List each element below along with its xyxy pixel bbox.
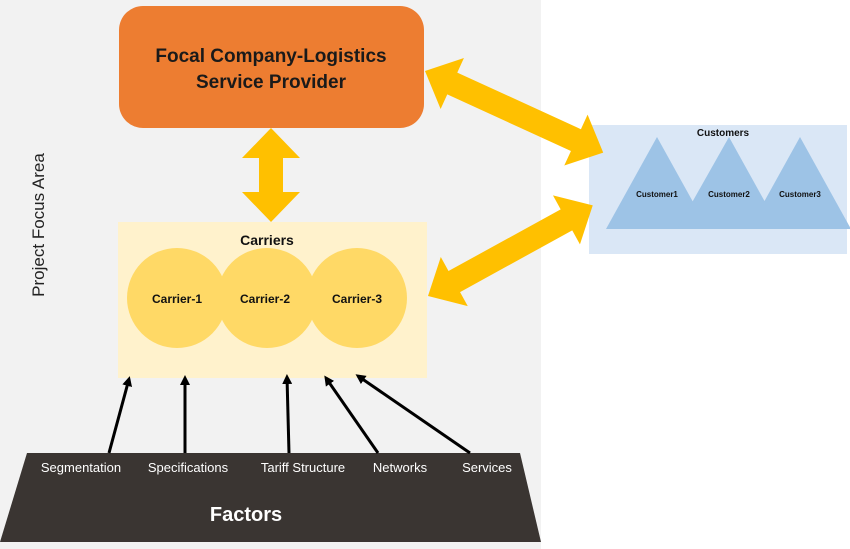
customer-1-label: Customer1 bbox=[636, 190, 678, 199]
carrier-2-circle bbox=[217, 248, 317, 348]
factor-arrow-networks bbox=[324, 375, 380, 454]
carriers-title: Carriers bbox=[240, 232, 294, 248]
factor-arrow-services bbox=[355, 374, 471, 455]
customers-title: Customers bbox=[697, 128, 750, 139]
factor-arrow-segmentation bbox=[107, 376, 133, 454]
carriers-customers-arrow bbox=[428, 195, 593, 307]
carrier-3-label: Carrier-3 bbox=[332, 292, 382, 306]
carrier-1-label: Carrier-1 bbox=[152, 292, 202, 306]
factor-label-tariff-structure: Tariff Structure bbox=[261, 460, 345, 475]
customer-3-label: Customer3 bbox=[779, 190, 821, 199]
provider-customers-arrow bbox=[425, 58, 604, 166]
factor-label-services: Services bbox=[462, 460, 512, 475]
factors-title: Factors bbox=[210, 504, 282, 526]
provider-title-line2: Service Provider bbox=[196, 72, 347, 93]
factor-arrow-tariff-structure bbox=[282, 374, 293, 454]
customer-1-triangle bbox=[606, 137, 708, 229]
provider-title-line1: Focal Company-Logistics bbox=[155, 46, 386, 67]
factor-label-specifications: Specifications bbox=[148, 460, 229, 475]
factors-base bbox=[0, 453, 541, 542]
carrier-3-circle bbox=[307, 248, 407, 348]
factor-label-segmentation: Segmentation bbox=[41, 460, 121, 475]
carrier-2-label: Carrier-2 bbox=[240, 292, 290, 306]
customer-2-triangle bbox=[677, 137, 780, 229]
focus-area-label: Project Focus Area bbox=[29, 153, 48, 297]
factor-label-networks: Networks bbox=[373, 460, 428, 475]
carrier-1-circle bbox=[127, 248, 227, 348]
customer-3-triangle bbox=[749, 137, 850, 229]
provider-box bbox=[119, 6, 424, 128]
provider-carriers-arrow bbox=[242, 128, 300, 222]
customer-2-label: Customer2 bbox=[708, 190, 750, 199]
